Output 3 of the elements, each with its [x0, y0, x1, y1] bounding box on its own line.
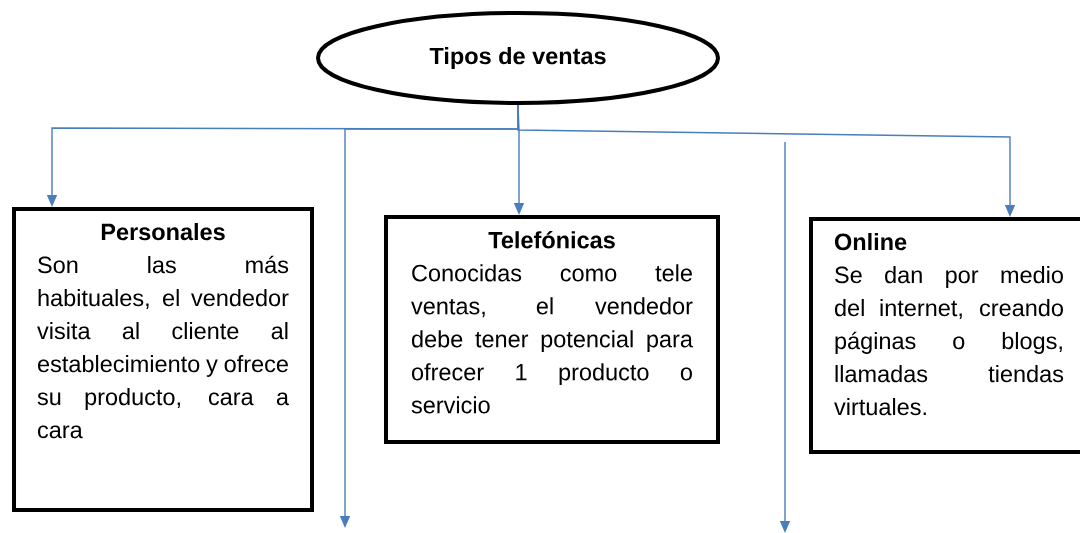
- text-box: Telefónicas Conocidas como tele ventas, el vendedor debe tener potencial para ofrecer 1 producto o servicio: [384, 215, 720, 444]
- text-box: Online Se dan por medio del internet, creando páginas o blogs, llamadas tiendas virtuales.: [809, 217, 1080, 454]
- text-box: Personales Son las más habituales, el vendedor visita al cliente al establecimiento y ofrece su producto, cara a cara: [12, 207, 314, 512]
